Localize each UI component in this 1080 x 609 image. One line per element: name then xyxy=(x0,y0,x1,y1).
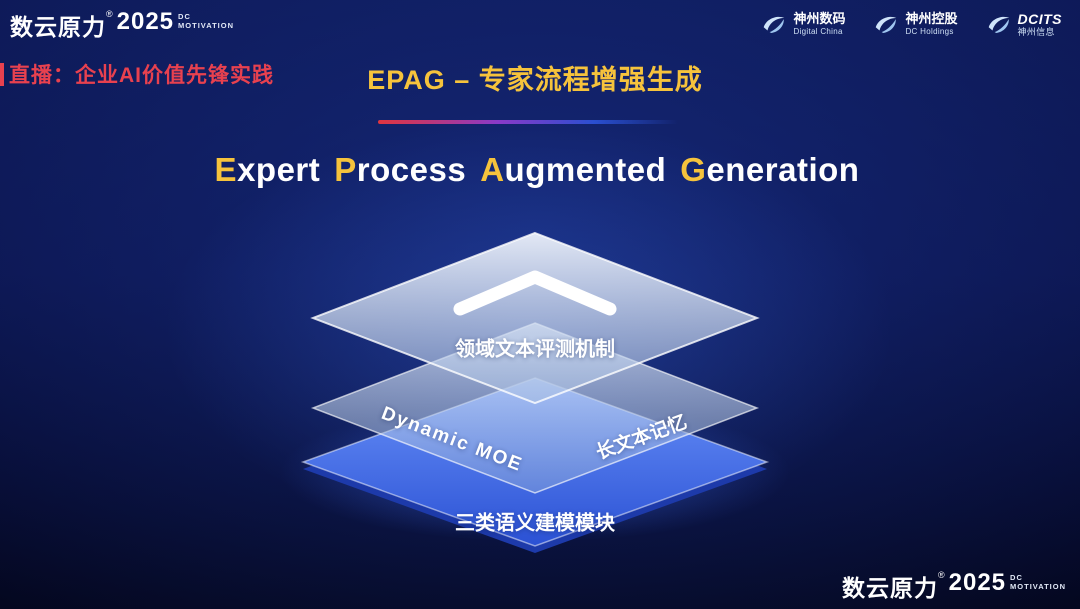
bottom-layer-label: 三类语义建模模块 xyxy=(455,512,615,535)
subtitle-word-augmented: Augmented xyxy=(480,151,666,189)
brand-dc: DC xyxy=(178,12,191,21)
word-rest: rocess xyxy=(356,151,467,188)
brand-name: 数云原力 xyxy=(842,575,938,601)
registered-trademark-symbol: ® xyxy=(938,570,945,580)
partner-logos: 神州数码 Digital China 神州控股 DC Holdings xyxy=(761,11,1062,37)
word-rest: xpert xyxy=(237,151,321,188)
live-label-row: 直播：企业AI价值先锋实践 xyxy=(0,59,274,89)
subtitle-word-generation: Generation xyxy=(680,151,859,189)
partner-name: DCITS xyxy=(1017,11,1062,27)
partner-text: 神州数码 Digital China xyxy=(793,11,846,37)
subtitle-word-expert: Expert xyxy=(215,151,321,189)
brand-motivation: MOTIVATION xyxy=(178,21,234,30)
word-rest: eneration xyxy=(706,151,860,188)
gold-initial: A xyxy=(480,151,505,188)
brand-logo-top-left: 数云原力 ® 2025 DC MOTIVATION xyxy=(10,8,234,42)
brand-subtitle: DC MOTIVATION xyxy=(1010,573,1066,591)
dc-holdings-swoosh-icon xyxy=(873,11,899,37)
red-accent-bar xyxy=(0,62,4,86)
partner-subname: Digital China xyxy=(793,27,843,37)
gold-initial: G xyxy=(680,151,707,188)
registered-trademark-symbol: ® xyxy=(106,9,113,19)
partner-name: 神州控股 xyxy=(905,11,958,27)
logo-dcits: DCITS 神州信息 xyxy=(986,11,1063,37)
partner-text: 神州控股 DC Holdings xyxy=(905,11,958,37)
brand-year: 2025 xyxy=(948,569,1007,596)
partner-subname: 神州信息 xyxy=(1017,27,1055,38)
brand-motivation: MOTIVATION xyxy=(1010,582,1066,591)
chevron-up-icon xyxy=(453,270,617,316)
logo-dc-holdings: 神州控股 DC Holdings xyxy=(873,11,958,37)
layer-stack-diagram xyxy=(280,231,790,553)
brand-dc: DC xyxy=(1010,573,1023,582)
brand-logo-bottom-right: 数云原力 ® 2025 DC MOTIVATION xyxy=(842,569,1066,603)
page-title: EPAG – 专家流程增强生成 xyxy=(367,65,703,95)
logo-digital-china: 神州数码 Digital China xyxy=(761,11,845,37)
partner-subname: DC Holdings xyxy=(905,27,954,37)
brand-name: 数云原力 xyxy=(10,14,106,40)
live-label: 直播：企业AI价值先锋实践 xyxy=(9,64,274,87)
subtitle-word-process: Process xyxy=(334,151,466,189)
brand-year: 2025 xyxy=(116,8,175,35)
top-layer-label: 领域文本评测机制 xyxy=(455,338,615,361)
dcits-swoosh-icon xyxy=(986,11,1012,37)
partner-text: DCITS 神州信息 xyxy=(1018,11,1063,37)
brand-subtitle: DC MOTIVATION xyxy=(178,12,234,30)
gold-initial: P xyxy=(334,151,357,188)
gold-initial: E xyxy=(214,151,238,188)
partner-name: 神州数码 xyxy=(793,11,846,27)
layer-middle xyxy=(310,322,760,494)
layer-top xyxy=(310,231,760,405)
word-rest: ugmented xyxy=(504,151,667,188)
digital-china-swoosh-icon xyxy=(761,11,787,37)
subtitle-epag-expansion: Expert Process Augmented Generation xyxy=(215,151,860,189)
title-underline xyxy=(378,120,678,124)
